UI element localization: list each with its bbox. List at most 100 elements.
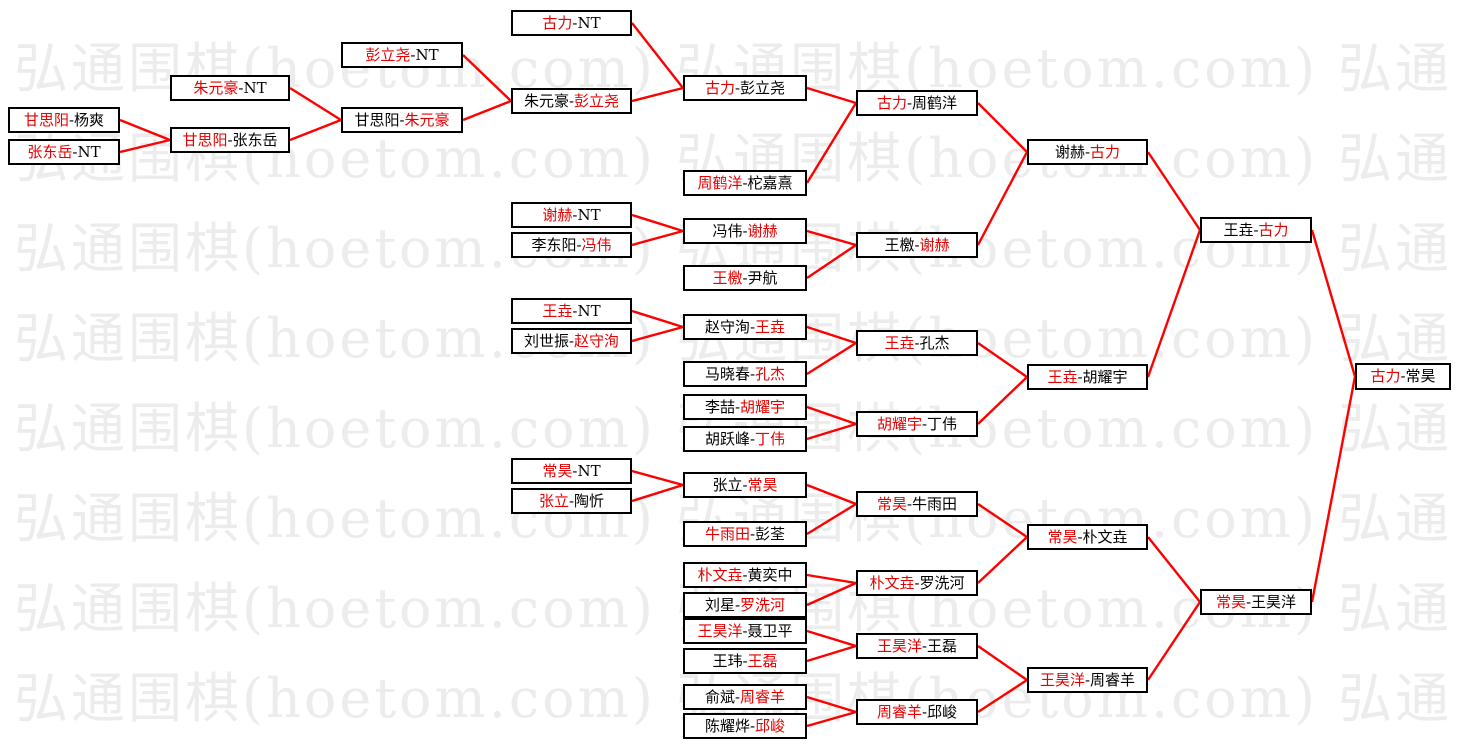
loser-player-name: 周睿羊 — [1090, 671, 1136, 689]
loser-player-name: 周鹤洋 — [912, 94, 958, 112]
loser-player-name: 胡耀宇 — [1082, 368, 1128, 386]
loser-player-name: 赵守洵 — [704, 318, 750, 336]
connector-line — [806, 483, 857, 506]
connector-line — [806, 86, 857, 105]
loser-player-name: 冯伟 — [712, 222, 743, 240]
connector-line — [806, 325, 857, 345]
connector-line — [977, 376, 1028, 425]
separator: - — [572, 302, 578, 320]
separator: - — [749, 430, 756, 448]
separator: - — [742, 269, 748, 287]
winner-player-name: 王磊 — [747, 652, 778, 670]
loser-player-name: 柁嘉熹 — [747, 174, 793, 192]
match-box-m29: 俞斌-周睿羊 — [683, 684, 807, 710]
connector-line — [806, 341, 857, 376]
winner-player-name: 张东岳 — [27, 143, 73, 161]
winner-player-name: 常昊 — [876, 495, 907, 513]
match-box-m27: 王昊洋-聂卫平 — [683, 618, 807, 644]
connector-line — [631, 213, 684, 233]
separator: - — [238, 79, 244, 97]
winner-player-name: 古力 — [542, 14, 573, 32]
separator: - — [914, 334, 920, 352]
loser-player-name: 王檄 — [884, 236, 915, 254]
winner-player-name: 王昊洋 — [697, 622, 743, 640]
match-box-m44: 常昊-王昊洋 — [1200, 589, 1312, 615]
separator: - — [906, 495, 913, 513]
match-box-m41: 常昊-朴文垚 — [1027, 524, 1148, 550]
separator: - — [1400, 367, 1406, 385]
loser-player-name: 谢赫 — [1054, 143, 1085, 161]
winner-player-name: 朱元豪 — [193, 79, 239, 97]
loser-player-name: 朱元豪 — [523, 92, 569, 110]
separator: - — [1253, 221, 1259, 239]
connector-line — [806, 422, 857, 441]
match-box-m21: 李喆-胡耀宇 — [683, 394, 807, 420]
match-box-m17: 冯伟-谢赫 — [683, 218, 807, 244]
connector-line — [977, 503, 1028, 538]
separator: - — [742, 222, 748, 240]
match-box-m14: 张立-陶忻 — [511, 488, 632, 514]
winner-player-name: 孔杰 — [755, 365, 786, 383]
connector-line — [1147, 601, 1201, 681]
match-box-m43: 王垚-古力 — [1200, 217, 1312, 243]
loser-player-name: NT — [577, 462, 601, 480]
separator: - — [72, 143, 78, 161]
winner-player-name: 古力 — [1370, 367, 1401, 385]
connector-line — [806, 695, 857, 714]
match-box-m39: 谢赫-古力 — [1027, 139, 1148, 165]
loser-player-name: 陈耀烨 — [704, 717, 750, 735]
separator: - — [572, 462, 578, 480]
loser-player-name: 尹航 — [747, 269, 778, 287]
loser-player-name: 王昊洋 — [1251, 593, 1297, 611]
connector-line — [976, 151, 1029, 246]
separator: - — [734, 688, 741, 706]
match-box-m2: 张东岳-NT — [8, 139, 120, 165]
winner-player-name: 周睿羊 — [876, 703, 922, 721]
winner-player-name: 王垚 — [542, 302, 573, 320]
connector-line — [631, 229, 684, 247]
loser-player-name: 彭荃 — [755, 525, 786, 543]
loser-player-name: 牛雨田 — [912, 495, 958, 513]
connector-line — [1310, 229, 1357, 377]
connector-line — [462, 54, 512, 102]
connector-line — [631, 469, 684, 487]
winner-player-name: 胡耀宇 — [740, 398, 786, 416]
loser-player-name: 罗洗河 — [919, 574, 965, 592]
loser-player-name: 孔杰 — [919, 334, 950, 352]
match-box-m28: 王玮-王磊 — [683, 648, 807, 674]
separator: - — [399, 111, 405, 129]
connector-line — [806, 405, 857, 426]
loser-player-name: 朴文垚 — [1082, 528, 1128, 546]
separator: - — [914, 574, 920, 592]
winner-player-name: 王垚 — [884, 334, 915, 352]
separator: - — [749, 365, 756, 383]
loser-player-name: NT — [577, 206, 601, 224]
winner-player-name: 周睿羊 — [740, 688, 786, 706]
separator: - — [742, 174, 748, 192]
winner-player-name: 朴文垚 — [697, 566, 743, 584]
separator: - — [742, 566, 748, 584]
match-box-m34: 胡耀宇-丁伟 — [856, 411, 978, 437]
winner-player-name: 王垚 — [755, 318, 786, 336]
connector-line — [631, 309, 684, 329]
loser-player-name: NT — [415, 46, 439, 64]
connector-line — [289, 118, 342, 142]
match-box-m4: 甘思阳-张东岳 — [170, 127, 290, 153]
winner-player-name: 王檄 — [712, 269, 743, 287]
connector-line — [1147, 536, 1201, 603]
match-box-m13: 常昊-NT — [511, 458, 632, 484]
separator: - — [906, 94, 913, 112]
connector-line — [462, 99, 512, 122]
match-box-m30: 陈耀烨-邱峻 — [683, 713, 807, 739]
winner-player-name: 张立 — [538, 492, 569, 510]
connector-line — [1147, 151, 1201, 231]
winner-player-name: 王昊洋 — [876, 637, 922, 655]
separator: - — [572, 14, 578, 32]
separator: - — [914, 236, 920, 254]
loser-player-name: 王垚 — [1223, 221, 1254, 239]
loser-player-name: 彭立尧 — [740, 79, 786, 97]
loser-player-name: 常昊 — [1405, 367, 1436, 385]
connector-line — [806, 644, 857, 663]
match-box-m35: 常昊-牛雨田 — [856, 491, 978, 517]
